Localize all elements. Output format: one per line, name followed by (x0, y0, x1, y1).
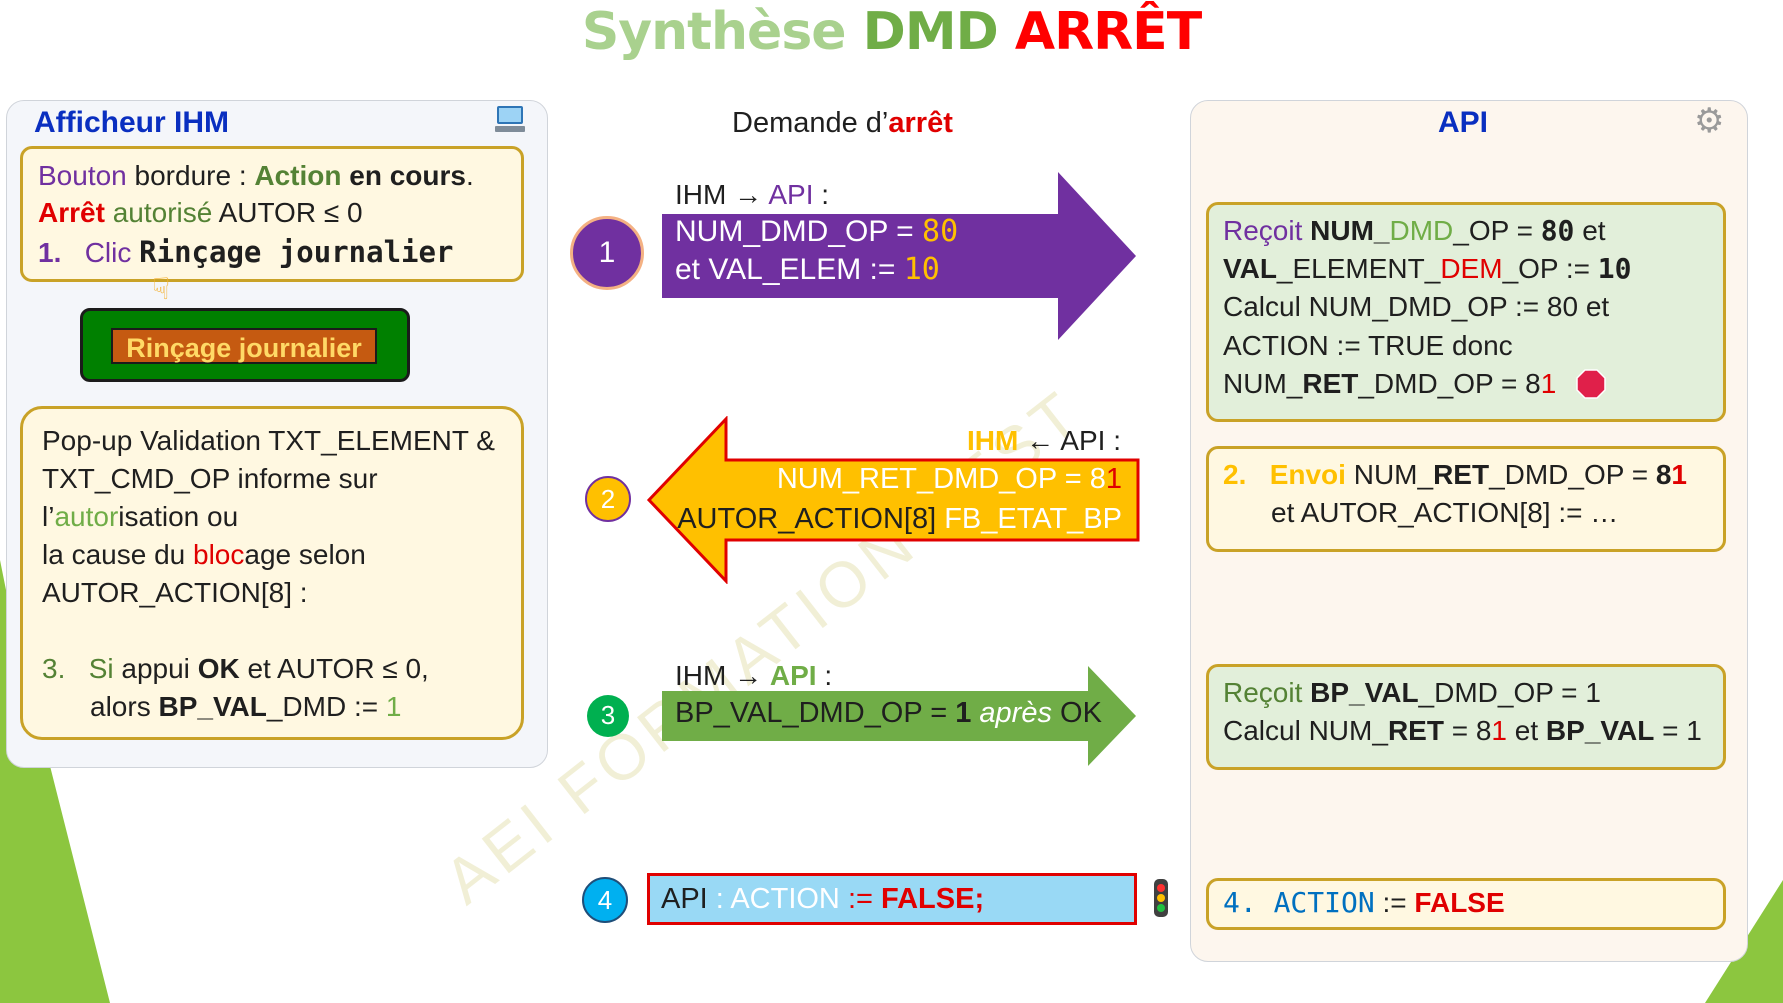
step-1-circle: 1 (570, 216, 644, 290)
step-4-box (647, 873, 1137, 925)
rincage-button[interactable]: Rinçage journalier (80, 308, 410, 382)
pointing-hand-icon: ☟ (152, 273, 171, 306)
rincage-button-label: Rinçage journalier (111, 328, 377, 364)
popup-line2: TXT_CMD_OP informe sur (42, 463, 378, 494)
right-panel-header: API (1438, 106, 1489, 139)
api-receive-line4: ACTION := TRUE donc (1223, 330, 1513, 361)
step-2-line1: NUM_RET_DMD_OP = 81 (776, 463, 1122, 495)
left-info-line1: Bouton bordure : Action en cours. (38, 160, 474, 191)
left-info-line3: 1. Clic Rinçage journalier (38, 235, 454, 269)
gear-icon: ⚙ (1694, 102, 1725, 140)
api-receive-line5: NUM_RET_DMD_OP = 81 (1223, 368, 1557, 399)
step-3-label: IHM → API : (675, 660, 833, 691)
api-receive-bp-line1: Reçoit BP_VAL_DMD_OP = 1 (1223, 677, 1601, 708)
api-receive-box (1206, 202, 1726, 422)
api-send-line1: 2. Envoi NUM_RET_DMD_OP = 81 (1223, 459, 1687, 490)
step-2-label: IHM ← API : (966, 425, 1121, 456)
api-send-line2: et AUTOR_ACTION[8] := … (1271, 497, 1619, 528)
api-receive-bp-line2: Calcul NUM_RET = 81 et BP_VAL = 1 (1223, 715, 1702, 746)
step-4-circle: 4 (582, 877, 628, 923)
api-send-box (1206, 446, 1726, 552)
api-receive-line2: VAL_ELEMENT_DEM_OP := 10 (1223, 252, 1632, 285)
step-1-line2: et VAL_ELEM := 10 (675, 252, 940, 287)
step-1-arrow (662, 172, 1136, 340)
left-panel-header: Afficheur IHM (34, 106, 229, 139)
left-popup-box (20, 406, 524, 740)
popup-line5: AUTOR_ACTION[8] : (42, 577, 308, 608)
api-receive-line3: Calcul NUM_DMD_OP := 80 et (1223, 291, 1610, 322)
popup-line7: alors BP_VAL_DMD := 1 (90, 691, 402, 722)
step-1-line1: NUM_DMD_OP = 80 (675, 214, 959, 249)
step-2-line2: AUTOR_ACTION[8] FB_ETAT_BP (677, 503, 1122, 535)
step-3-arrow (662, 666, 1136, 766)
page-title: Synthèse DMD ARRÊT (581, 2, 1202, 62)
popup-line4: la cause du blocage selon (42, 539, 366, 570)
step-2-circle: 2 (585, 476, 631, 522)
popup-line3: l’autorisation ou (42, 501, 239, 532)
step-3-circle: 3 (587, 695, 629, 737)
step-3-line1: BP_VAL_DMD_OP = 1 après OK (675, 697, 1102, 729)
popup-line1: Pop-up Validation TXT_ELEMENT & (42, 425, 495, 456)
api-action-line: 4. ACTION := FALSE (1223, 886, 1505, 919)
computer-icon (494, 104, 526, 139)
api-receive-line1: Reçoit NUM_DMD_OP = 80 et (1223, 214, 1606, 247)
step-4-text: API : ACTION := FALSE; (661, 883, 985, 915)
middle-header: Demande d’arrêt (732, 107, 953, 139)
step-1-label: IHM → API : (675, 179, 830, 210)
api-receive-bp-box (1206, 664, 1726, 770)
left-info-box (20, 146, 524, 282)
api-action-box (1206, 878, 1726, 930)
step-2-arrow (646, 416, 1140, 584)
popup-line6: 3. Si appui OK et AUTOR ≤ 0, (42, 653, 429, 684)
stop-icon (1576, 369, 1606, 404)
traffic-light-icon (1152, 878, 1170, 923)
left-info-line2: Arrêt autorisé AUTOR ≤ 0 (38, 197, 363, 228)
decor-green-left (0, 560, 110, 1003)
